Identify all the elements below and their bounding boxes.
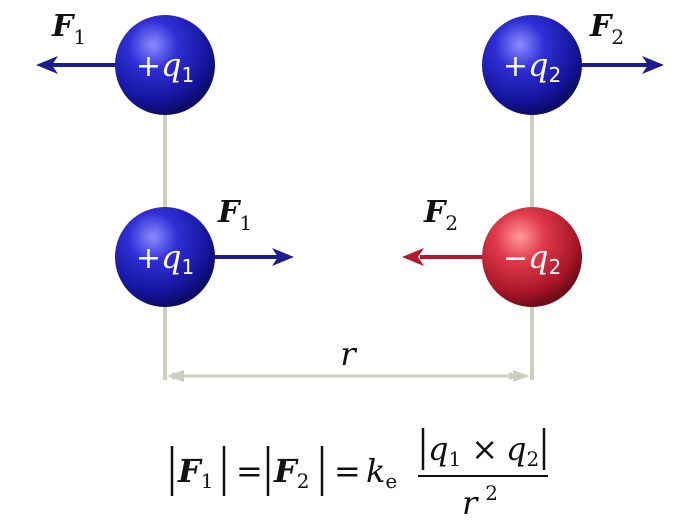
arrow-icon	[36, 56, 58, 74]
charge-sign: −	[503, 241, 528, 276]
charge-subscript: 2	[548, 63, 561, 87]
sphere-icon	[115, 207, 215, 307]
force-label-top-left: F1	[51, 9, 86, 49]
charge-sign: +	[136, 49, 161, 84]
charge-subscript: 1	[181, 255, 194, 279]
charge-variable: q	[161, 238, 181, 276]
equation-equals-1: =	[236, 452, 263, 490]
equation-numerator: q1×q2	[428, 430, 539, 471]
force-label-bottom-left: F1	[217, 195, 252, 235]
arrow-icon	[642, 56, 664, 74]
charge-subscript: 1	[181, 63, 194, 87]
charge-top-right: +q2	[482, 15, 582, 115]
force-label-bottom-right: F2	[423, 195, 458, 235]
equation-f2: F2	[273, 452, 309, 493]
charge-variable: q	[161, 46, 181, 84]
distance-label: r	[340, 335, 357, 373]
charge-bottom-right: −q2	[482, 207, 582, 307]
distance-arrow-right-head	[513, 370, 530, 382]
sphere-icon	[482, 207, 582, 307]
equation-f1: F1	[177, 452, 213, 493]
svg-text:+q1: +q1	[136, 46, 194, 87]
charge-sign: +	[136, 241, 161, 276]
svg-text:−q2: −q2	[503, 238, 561, 279]
sphere-icon	[115, 15, 215, 115]
charge-variable: q	[528, 46, 548, 84]
svg-text:+q1: +q1	[136, 238, 194, 279]
svg-text:+q2: +q2	[503, 46, 561, 87]
sphere-icon	[482, 15, 582, 115]
distance-arrow-left-head	[167, 370, 184, 382]
charge-sign: +	[503, 49, 528, 84]
arrow-icon	[272, 248, 294, 266]
arrow-icon	[402, 248, 424, 266]
charge-bottom-left: +q1	[115, 207, 215, 307]
equation-equals-2: =	[334, 452, 361, 490]
charge-variable: q	[528, 238, 548, 276]
charge-top-left: +q1	[115, 15, 215, 115]
force-label-top-right: F2	[589, 9, 624, 49]
equation-constant: ke	[366, 452, 397, 493]
charge-subscript: 2	[548, 255, 561, 279]
